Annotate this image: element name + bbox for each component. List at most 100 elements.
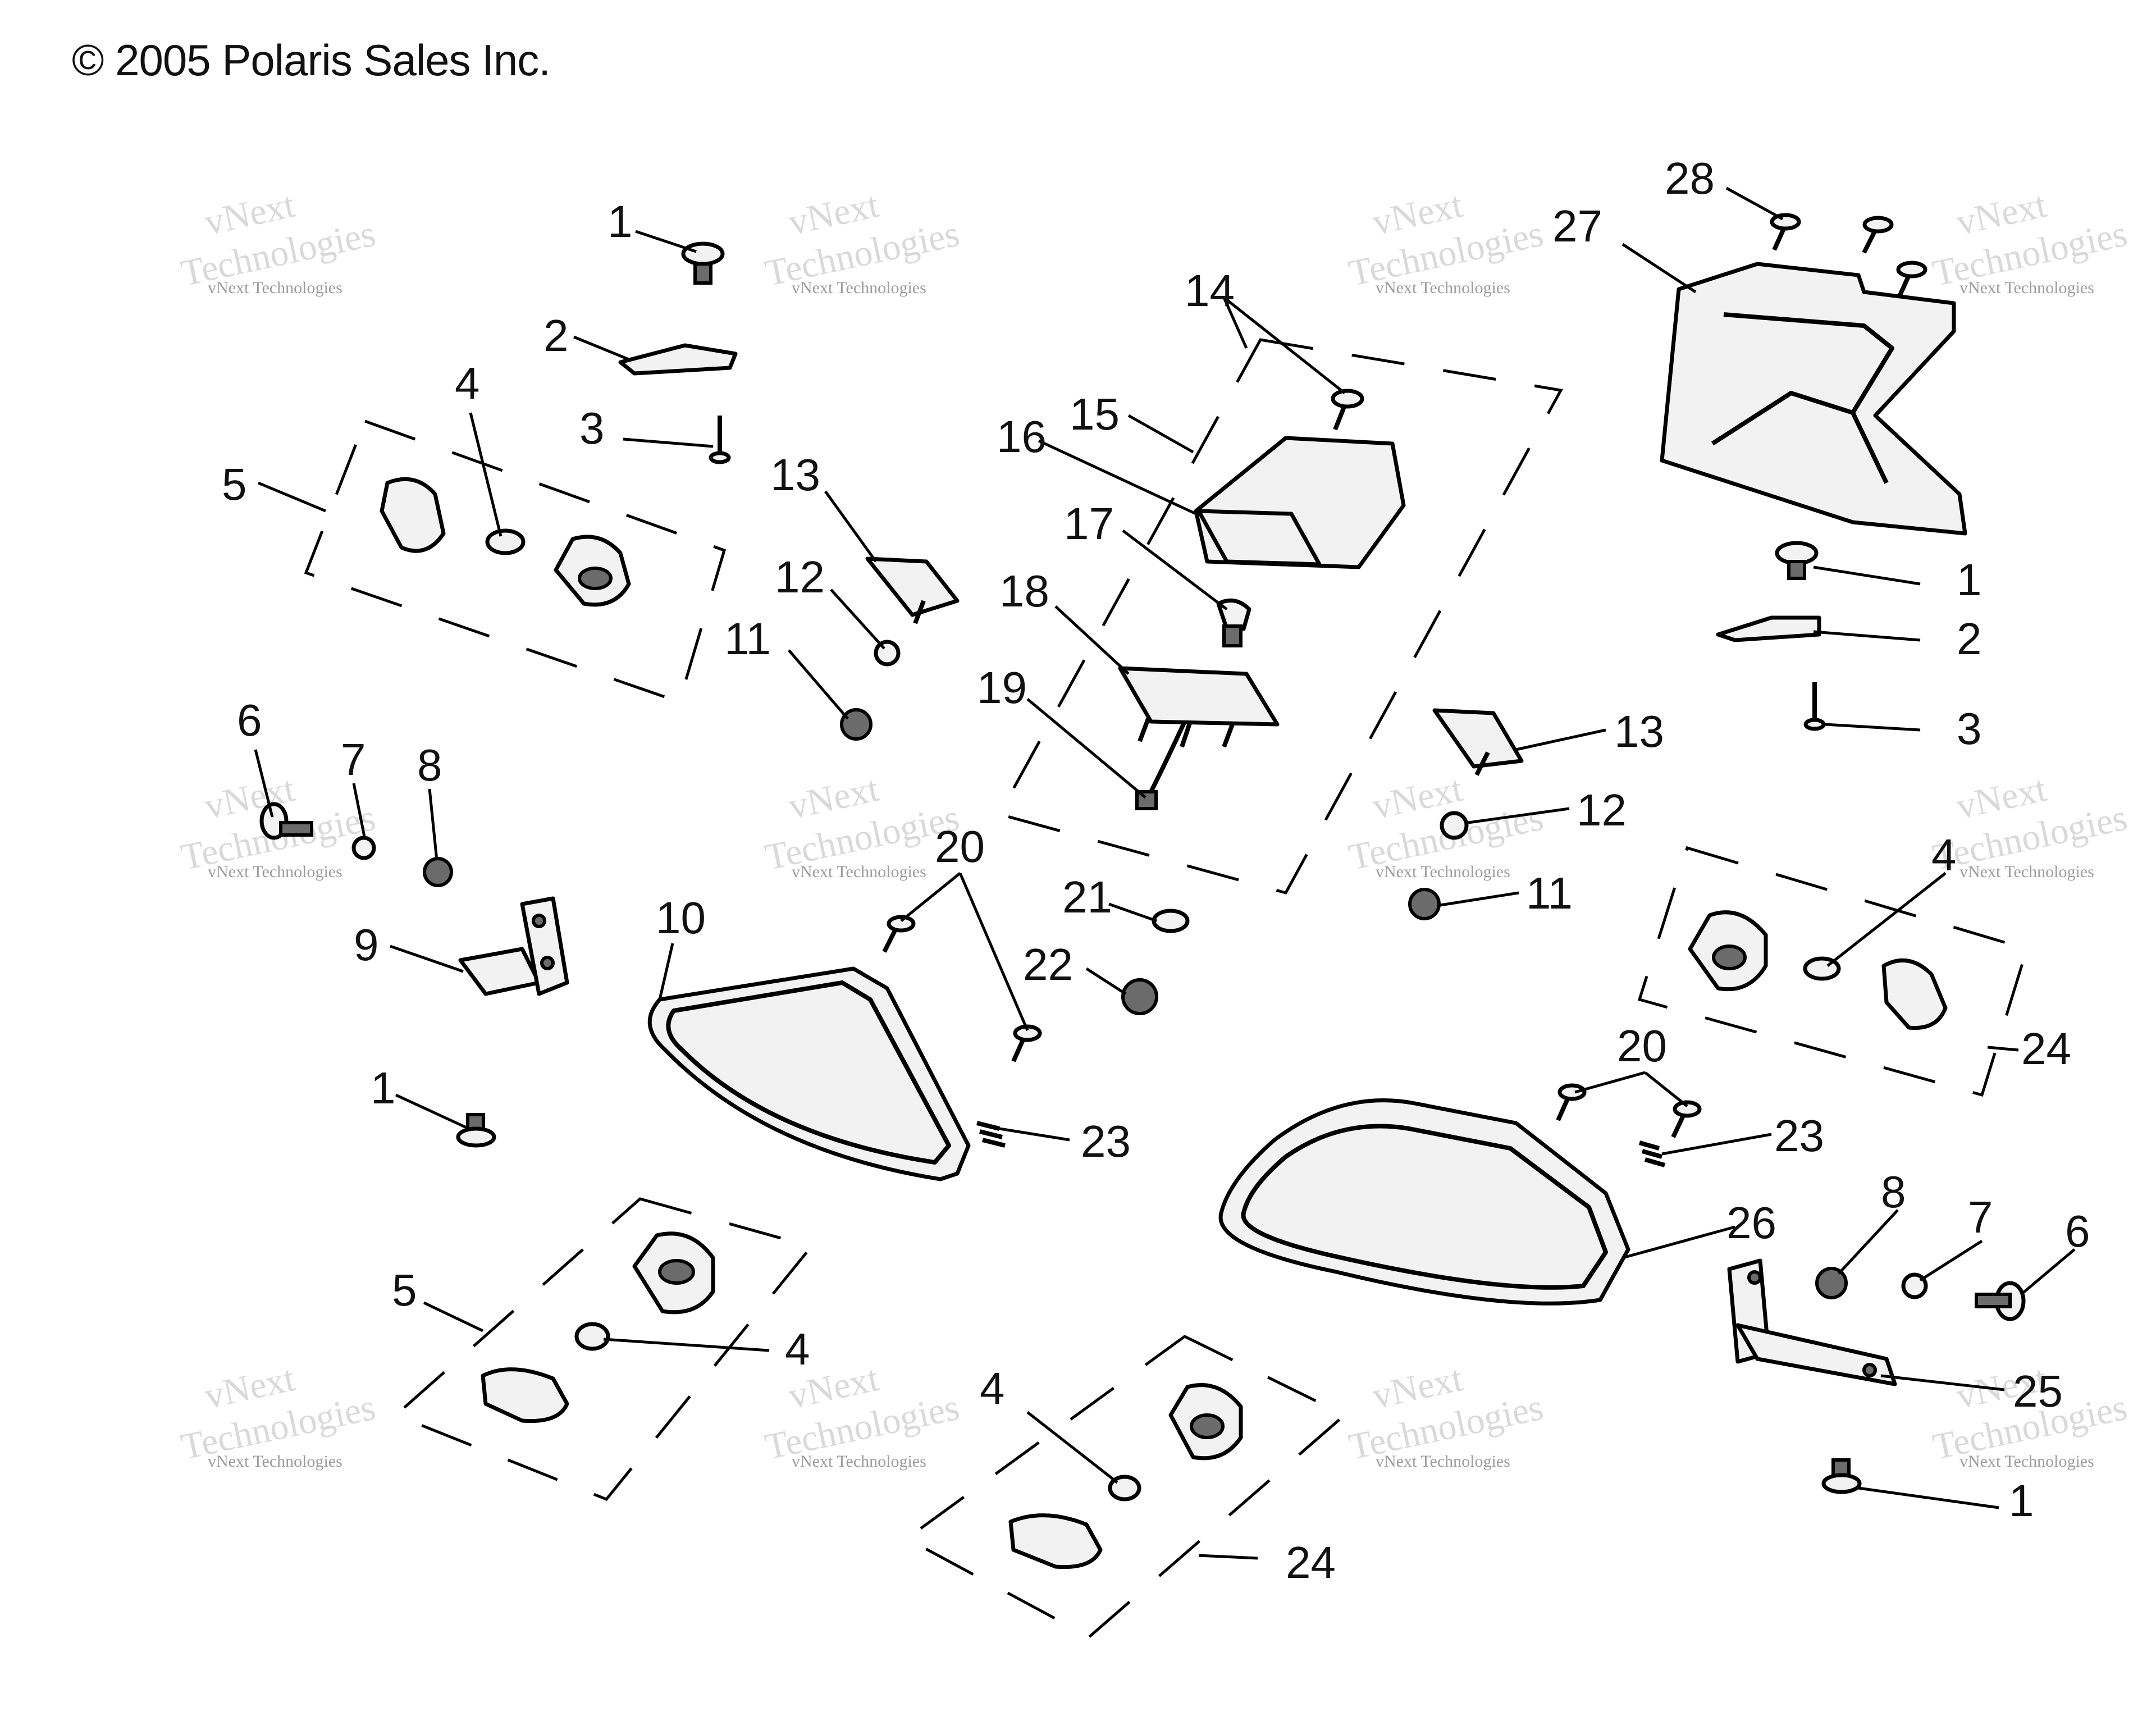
- lamp-housing: [1688, 910, 1768, 992]
- callout-11: 11: [724, 614, 771, 664]
- watermark: vNext Technologies: [1929, 1358, 2130, 1468]
- parts: [259, 213, 2026, 1569]
- watermark: vNext Technologies: [177, 1358, 378, 1468]
- lens-cap: [1008, 1513, 1103, 1569]
- lamp-housing: [632, 1231, 715, 1315]
- callout-5: 5: [392, 1265, 417, 1315]
- lamp-housing: [554, 535, 631, 607]
- callout-15: 15: [1070, 389, 1120, 439]
- nut: [1440, 811, 1469, 840]
- lens-cap: [380, 477, 446, 553]
- callout-7: 7: [1968, 1192, 1993, 1242]
- watermark-caption: vNext Technologies: [208, 862, 342, 881]
- callout-17: 17: [1064, 499, 1114, 549]
- spring: [976, 1121, 1006, 1148]
- callout-6: 6: [2065, 1206, 2090, 1256]
- watermark: vNext Technologies: [1345, 1358, 1546, 1468]
- nut: [874, 640, 901, 667]
- watermark-caption: vNext Technologies: [792, 279, 926, 297]
- washer: [1152, 909, 1190, 933]
- callout-1: 1: [371, 1063, 396, 1113]
- callout-2: 2: [1957, 614, 1982, 664]
- nut: [1408, 888, 1441, 920]
- watermark-caption: vNext Technologies: [1959, 862, 2094, 881]
- screw: [1896, 261, 1927, 299]
- watermark: vNext Technologies: [761, 1358, 962, 1468]
- screw: [1671, 1100, 1702, 1138]
- callout-16: 16: [997, 412, 1047, 462]
- callout-13: 13: [1614, 706, 1664, 756]
- assembly-outlines: [304, 338, 2029, 1639]
- bulb: [485, 528, 526, 555]
- wire-harness: [1135, 720, 1187, 810]
- nut: [1121, 978, 1158, 1015]
- callout-12: 12: [775, 552, 825, 602]
- watermark: vNext Technologies: [761, 768, 962, 878]
- callout-4: 4: [455, 358, 480, 408]
- washer: [351, 836, 376, 860]
- leader-lines: [254, 186, 2076, 1560]
- watermark: vNext Technologies: [761, 184, 962, 294]
- l-bracket: [1727, 1258, 1897, 1386]
- callout-25: 25: [2013, 1366, 2063, 1416]
- nut: [1815, 1267, 1848, 1299]
- callout-5: 5: [222, 459, 247, 509]
- nut: [423, 857, 453, 887]
- watermark-caption: vNext Technologies: [1959, 279, 2094, 297]
- callout-21: 21: [1062, 872, 1112, 922]
- bolt: [259, 802, 313, 840]
- screw: [882, 915, 916, 953]
- callout-23: 23: [1081, 1116, 1131, 1166]
- callout-12: 12: [1577, 785, 1627, 835]
- callout-1: 1: [1957, 555, 1982, 605]
- headlight-cover: [1194, 436, 1406, 569]
- callout-13: 13: [770, 450, 820, 500]
- screw: [1770, 213, 1801, 251]
- callout-3: 3: [1957, 704, 1982, 754]
- screw: [1011, 1024, 1042, 1062]
- bulb-holder-plate: [1118, 666, 1280, 748]
- callout-8: 8: [417, 740, 442, 790]
- watermark-caption: vNext Technologies: [1376, 1452, 1510, 1471]
- callout-27: 27: [1552, 201, 1602, 251]
- watermark-caption: vNext Technologies: [208, 279, 342, 297]
- lens-cap: [1881, 958, 1948, 1030]
- push-rivet: [456, 1113, 496, 1148]
- screw: [1556, 1083, 1587, 1121]
- push-rivet: [1821, 1458, 1862, 1494]
- callout-18: 18: [999, 566, 1049, 616]
- watermark: vNext Technologies: [177, 184, 378, 294]
- watermark-caption: vNext Technologies: [792, 1452, 926, 1471]
- assembly-outline-lower-left: [393, 1197, 814, 1502]
- callout-labels: 1 2 3 4 5 6 7 8 9 10 11 12 13 14 15 16 1…: [222, 153, 2090, 1587]
- screw: [1803, 682, 1826, 731]
- callout-7: 7: [341, 734, 366, 784]
- bulb: [574, 1322, 610, 1351]
- watermark-caption: vNext Technologies: [792, 862, 926, 881]
- watermark-caption: vNext Technologies: [208, 1452, 342, 1471]
- callout-20: 20: [1617, 1021, 1667, 1071]
- callout-23: 23: [1774, 1111, 1824, 1161]
- callout-22: 22: [1023, 939, 1073, 989]
- callout-4: 4: [785, 1324, 810, 1374]
- callout-19: 19: [977, 663, 1027, 713]
- watermark: vNext Technologies: [1345, 184, 1546, 294]
- headlight-bracket: [1660, 262, 1967, 536]
- screw: [1331, 389, 1364, 431]
- callout-26: 26: [1726, 1198, 1776, 1248]
- mounting-plate: [1716, 615, 1821, 642]
- callout-4: 4: [980, 1363, 1005, 1413]
- callout-24: 24: [2021, 1024, 2071, 1074]
- callout-20: 20: [935, 822, 985, 871]
- headlight-left: [647, 966, 971, 1181]
- callout-11: 11: [1526, 868, 1573, 918]
- callout-9: 9: [354, 920, 379, 970]
- callout-10: 10: [656, 893, 706, 943]
- callout-2: 2: [543, 311, 569, 360]
- assembly-outline-lower-center: [904, 1335, 1347, 1639]
- copyright-notice: © 2005 Polaris Sales Inc.: [72, 35, 551, 85]
- callout-14: 14: [1185, 266, 1235, 316]
- callout-24: 24: [1286, 1537, 1336, 1587]
- mount-bracket: [1432, 708, 1524, 776]
